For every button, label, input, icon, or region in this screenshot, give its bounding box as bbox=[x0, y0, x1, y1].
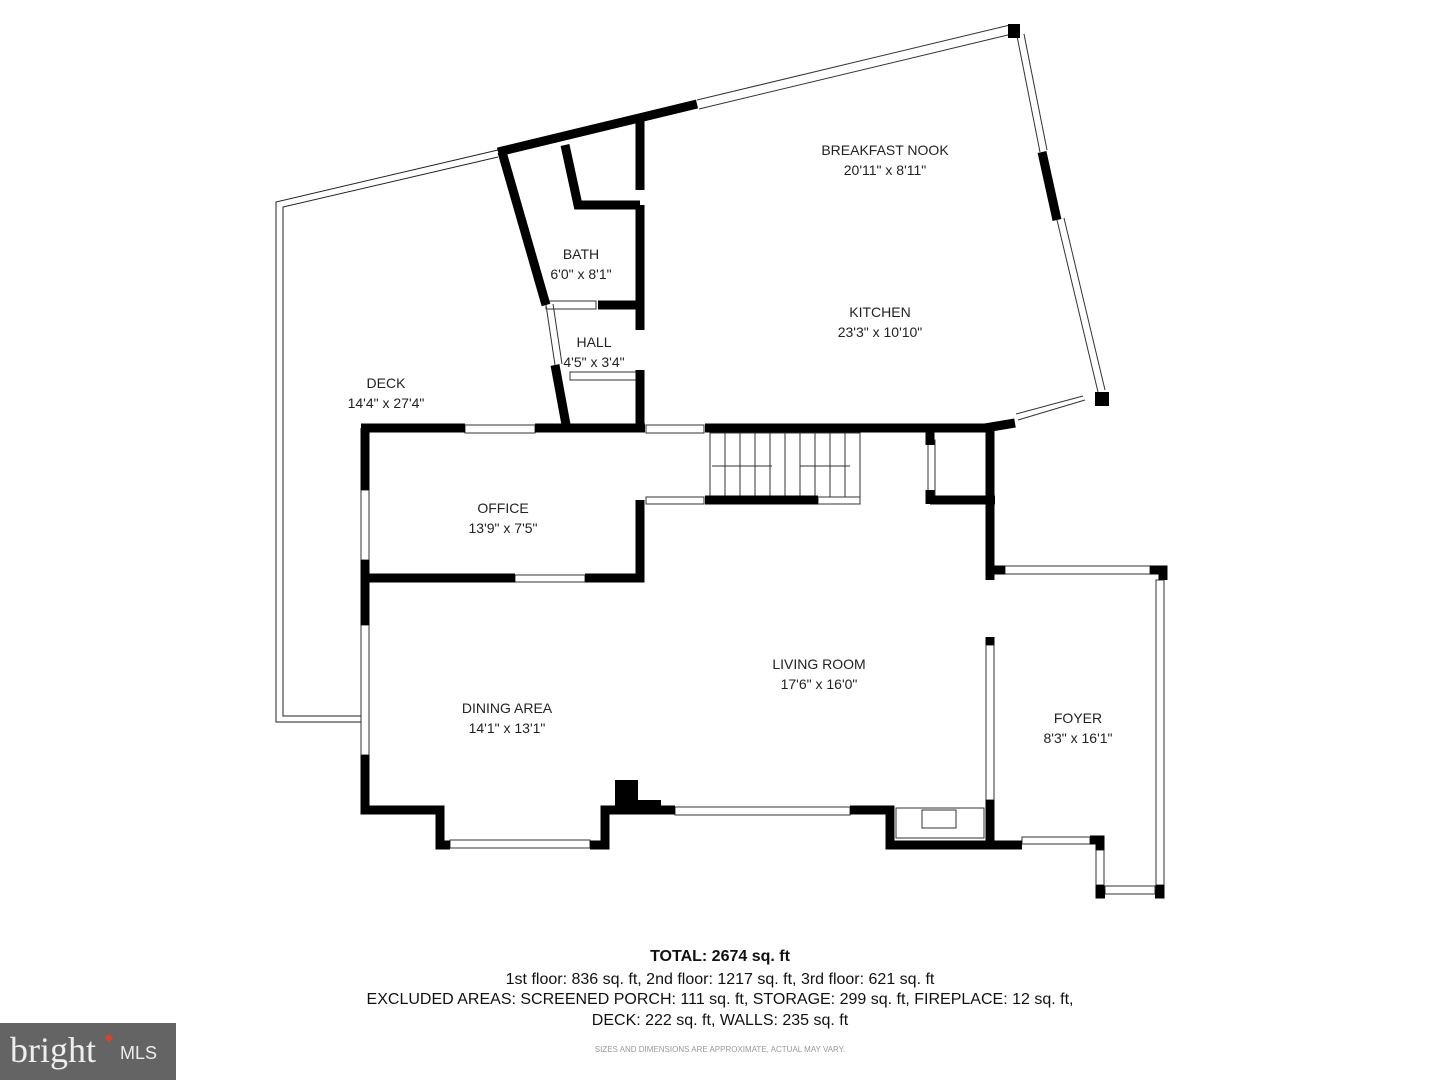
excluded-areas-cont: DECK: 222 sq. ft, WALLS: 235 sq. ft bbox=[591, 1012, 849, 1029]
logo-mls: MLS bbox=[120, 1043, 158, 1063]
room-name: KITCHEN bbox=[849, 304, 911, 320]
room-size: 4'5" x 3'4" bbox=[563, 354, 625, 370]
room-dining-area: DINING AREA 14'1" x 13'1" bbox=[462, 698, 552, 738]
room-living-room: LIVING ROOM 17'6" x 16'0" bbox=[772, 654, 865, 694]
room-bath: BATH 6'0" x 8'1" bbox=[550, 244, 611, 284]
deck-outline bbox=[275, 149, 499, 723]
room-hall: HALL 4'5" x 3'4" bbox=[563, 332, 624, 372]
room-size: 14'1" x 13'1" bbox=[468, 720, 546, 736]
room-name: BREAKFAST NOOK bbox=[821, 142, 949, 158]
walls bbox=[360, 99, 1168, 899]
logo-accent bbox=[104, 1033, 114, 1043]
floor-areas: 1st floor: 836 sq. ft, 2nd floor: 1217 s… bbox=[505, 971, 935, 988]
room-name: HALL bbox=[576, 334, 612, 350]
room-name: LIVING ROOM bbox=[772, 656, 866, 672]
room-size: 20'11" x 8'11" bbox=[843, 162, 927, 178]
room-size: 14'4" x 27'4" bbox=[347, 395, 425, 411]
room-kitchen: KITCHEN 23'3" x 10'10" bbox=[838, 302, 923, 342]
fireplace-block bbox=[615, 780, 638, 812]
room-size: 23'3" x 10'10" bbox=[837, 324, 923, 340]
room-name: OFFICE bbox=[477, 500, 529, 516]
room-size: 8'3" x 16'1" bbox=[1043, 730, 1113, 746]
room-office: OFFICE 13'9" x 7'5" bbox=[469, 498, 538, 538]
total-area: TOTAL: 2674 sq. ft bbox=[650, 948, 790, 965]
room-name: BATH bbox=[562, 246, 600, 262]
room-deck: DECK 14'4" x 27'4" bbox=[348, 373, 425, 413]
stairs bbox=[709, 432, 861, 498]
fireplace bbox=[895, 807, 985, 839]
room-size: 6'0" x 8'1" bbox=[550, 266, 612, 282]
room-name: DINING AREA bbox=[461, 700, 553, 716]
logo-mark: bright bbox=[10, 1030, 96, 1070]
disclaimer: SIZES AND DIMENSIONS ARE APPROXIMATE, AC… bbox=[594, 1045, 846, 1054]
room-breakfast-nook: BREAKFAST NOOK 20'11" x 8'11" bbox=[821, 140, 948, 180]
bright-mls-logo: bright MLS bbox=[0, 1023, 176, 1080]
room-size: 17'6" x 16'0" bbox=[780, 676, 858, 692]
excluded-areas: EXCLUDED AREAS: SCREENED PORCH: 111 sq. … bbox=[366, 991, 1074, 1008]
room-foyer: FOYER 8'3" x 16'1" bbox=[1044, 708, 1113, 748]
room-size: 13'9" x 7'5" bbox=[468, 520, 538, 536]
room-name: DECK bbox=[366, 375, 406, 391]
room-name: FOYER bbox=[1053, 710, 1103, 726]
